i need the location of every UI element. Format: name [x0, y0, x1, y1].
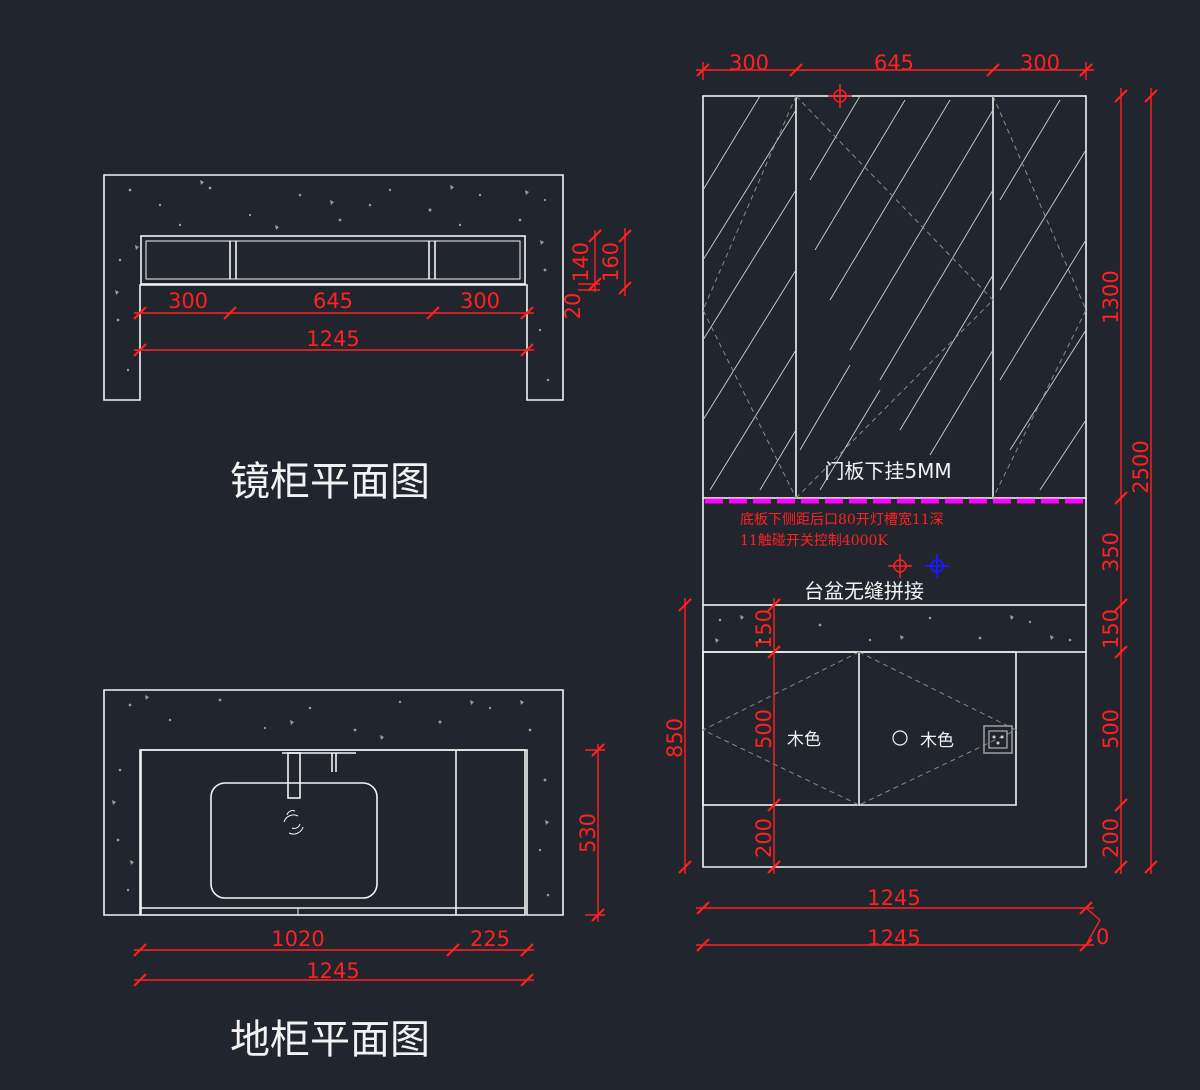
- floor-dim-1020: 1020: [271, 927, 324, 951]
- light-note-2: 11触碰开关控制4000K: [740, 533, 888, 549]
- mirror-cabinet-plan: 300 645 300 1245 140 160 20 镜柜平面图: [103, 174, 633, 505]
- floor-plan-title: 地柜平面图: [230, 1017, 430, 1063]
- light-note-1: 底板下侧距后口80开灯槽宽11深: [740, 511, 944, 528]
- elev-dim-top-645: 645: [874, 51, 914, 75]
- elev-dim-zero: 0: [1096, 925, 1109, 949]
- elev-dim-350: 350: [1099, 532, 1123, 572]
- elev-dim-150-right: 150: [1099, 609, 1123, 649]
- elev-dim-850: 850: [663, 718, 687, 758]
- floor-cabinet-plan: 1020 225 1245 530 地柜平面图: [103, 689, 606, 1063]
- mirror-dim-645: 645: [313, 289, 353, 313]
- mirror-plan-title: 镜柜平面图: [230, 459, 430, 505]
- mirror-dim-140: 140: [569, 242, 593, 282]
- wood-label-right: 木色: [920, 731, 954, 751]
- elev-dim-200-left: 200: [752, 818, 776, 858]
- mirror-hatch: [702, 95, 1087, 491]
- elev-dim-2500: 2500: [1129, 440, 1153, 493]
- mirror-dim-300-b: 300: [460, 289, 500, 313]
- elev-dim-1300: 1300: [1099, 270, 1123, 323]
- elev-dim-200-right: 200: [1099, 818, 1123, 858]
- counter-speckle: [715, 615, 1072, 643]
- mirror-dim-20: 20: [561, 293, 585, 320]
- floor-dim-225: 225: [470, 927, 510, 951]
- mirror-dim-1245: 1245: [306, 327, 359, 351]
- mirror-dim-300-a: 300: [168, 289, 208, 313]
- elev-dim-top-300-a: 300: [729, 51, 769, 75]
- stone-speckle-floor: [112, 695, 550, 897]
- cabinet-elevation: 门板下挂5MM 底板下侧距后口80开灯槽宽11深 11触碰开关控制4000K 台…: [663, 51, 1159, 953]
- door-note: 门板下挂5MM: [824, 459, 951, 483]
- floor-dim-1245: 1245: [306, 959, 359, 983]
- elev-dim-500-right: 500: [1099, 709, 1123, 749]
- center-marker-blue: [925, 554, 949, 578]
- knob-icon: [892, 730, 908, 746]
- wood-label-left: 木色: [787, 730, 821, 750]
- center-marker-red: [888, 554, 912, 578]
- floor-dim-530: 530: [576, 813, 600, 853]
- elev-dim-150-left: 150: [752, 609, 776, 649]
- center-marker-top: [828, 84, 852, 108]
- elev-dim-bottom-1245-b: 1245: [867, 926, 920, 950]
- elev-dim-bottom-1245-a: 1245: [867, 886, 920, 910]
- stone-speckle-mirror: [115, 180, 550, 382]
- basin-note: 台盆无缝拼接: [804, 579, 924, 603]
- elev-dim-500-left: 500: [752, 709, 776, 749]
- elev-dim-top-300-b: 300: [1020, 51, 1060, 75]
- outlet-icon: [983, 725, 1013, 754]
- mirror-dim-160: 160: [599, 242, 623, 282]
